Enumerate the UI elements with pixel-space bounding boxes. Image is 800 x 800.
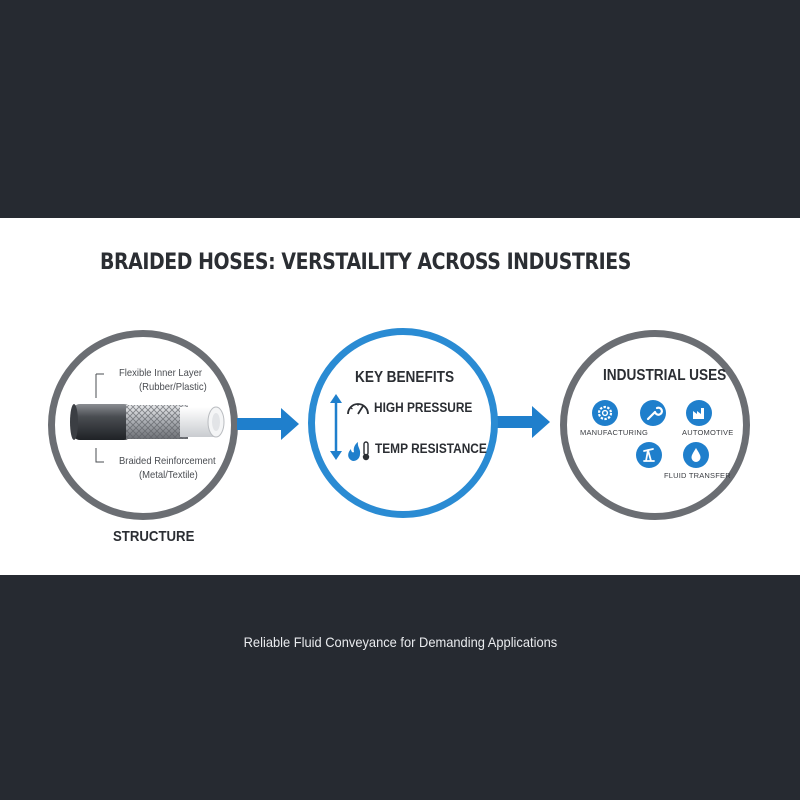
arrow-right-icon bbox=[237, 408, 299, 440]
arrow-right-icon bbox=[488, 406, 550, 438]
inner-layer-material: (Rubber/Plastic) bbox=[139, 381, 207, 393]
braid-material: (Metal/Textile) bbox=[139, 469, 198, 481]
industrial-uses-heading: INDUSTRIAL USES bbox=[603, 367, 727, 384]
factory-icon bbox=[686, 400, 712, 426]
subtitle-text: Reliable Fluid Conveyance for Demanding … bbox=[243, 634, 557, 650]
bottom-background-band bbox=[0, 575, 800, 800]
key-benefits-circle bbox=[308, 328, 498, 518]
subtitle: Reliable Fluid Conveyance for Demanding … bbox=[0, 634, 800, 650]
use-fluid-transfer-label: FLUID TRANSFER bbox=[664, 471, 731, 480]
page-title: BRAIDED HOSES: VERSTAILITY ACROSS INDUST… bbox=[100, 250, 631, 275]
oil-pump-icon bbox=[636, 442, 662, 468]
benefit-temp-resistance: TEMP RESISTANCE bbox=[375, 441, 487, 456]
inner-layer-label: Flexible Inner Layer bbox=[119, 367, 202, 379]
structure-heading: STRUCTURE bbox=[113, 528, 195, 545]
gear-icon bbox=[592, 400, 618, 426]
benefit-high-pressure: HIGH PRESSURE bbox=[374, 400, 473, 415]
braid-label: Braided Reinforcement bbox=[119, 455, 216, 467]
inner-layer-leader-line bbox=[95, 373, 104, 398]
use-manufacturing-label: MANUFACTURING bbox=[580, 428, 649, 437]
braided-hose-illustration bbox=[70, 404, 225, 440]
use-automotive-label: AUTOMOTIVE bbox=[682, 428, 734, 437]
key-benefits-heading: KEY BENEFITS bbox=[355, 369, 455, 386]
flame-thermometer-icon bbox=[348, 441, 370, 461]
gauge-icon bbox=[347, 403, 369, 415]
droplet-icon bbox=[683, 442, 709, 468]
wrench-icon bbox=[640, 400, 666, 426]
double-arrow-icon bbox=[330, 394, 342, 460]
top-background-band bbox=[0, 0, 800, 218]
braid-leader-line bbox=[95, 448, 104, 463]
